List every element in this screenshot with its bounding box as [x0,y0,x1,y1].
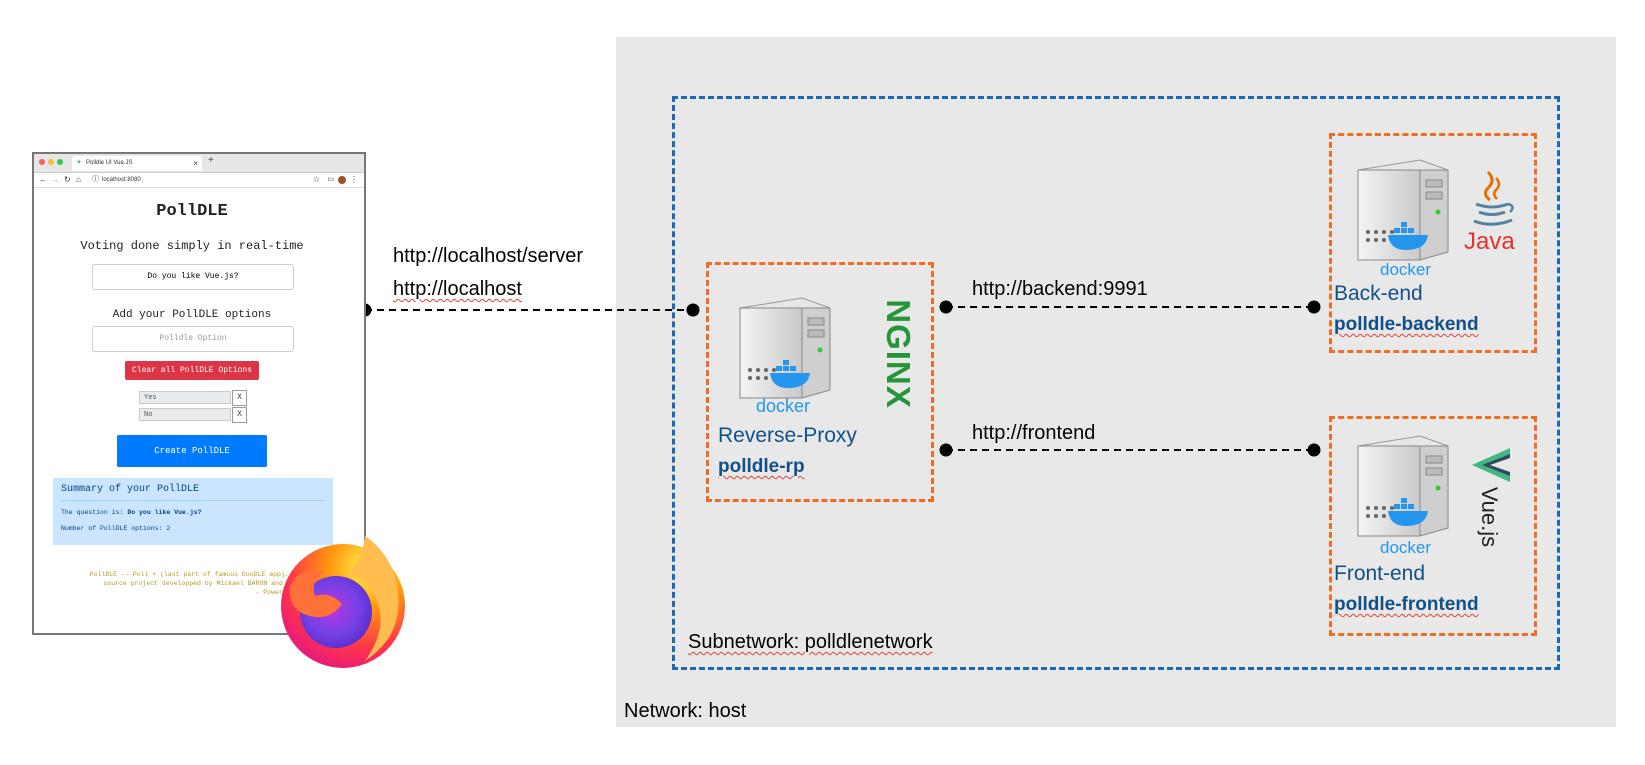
reload-icon[interactable]: ↻ [64,175,71,184]
info-icon: ⓘ [92,176,99,183]
url-localhost: http://localhost [393,278,522,300]
clear-options-button[interactable]: Clear all PollDLE Options [125,361,259,380]
summary-divider [61,500,325,501]
option-item-no: No [139,408,231,421]
address-bar[interactable]: localhost:8080 [102,177,141,183]
backend-server-icon [1357,159,1449,261]
remove-option-yes-button[interactable]: X [232,390,247,406]
reverse-proxy-box [706,262,934,502]
frontend-server-icon [1357,435,1449,537]
rp-backend-dot [939,300,953,314]
footer-line-2: source project developped by Mickael BAR… [103,580,295,587]
summary-title: Summary of your PollDLE [61,484,200,495]
docker-label-frontend: docker [1380,538,1432,557]
rp-frontend-dot [939,443,953,457]
reverse-proxy-server-icon [739,297,831,399]
backend-title: Back-end [1334,282,1423,305]
home-icon[interactable]: ⌂ [76,175,81,184]
backend-box [1329,133,1537,353]
frontend-input-dot [1307,443,1321,457]
forward-arrow-icon[interactable]: → [51,175,59,184]
bookmark-star-icon[interactable]: ☆ [312,175,320,184]
question-input[interactable]: Do you like Vue.js? [92,264,294,290]
java-cup-icon [1473,170,1514,226]
subnetwork-label: Subnetwork: polldlenetwork [688,631,933,653]
tab-title: Polldle UI Vue.JS [86,160,133,166]
app-title: PollDLE [156,202,228,221]
firefox-logo-icon [281,536,405,668]
create-polldle-button[interactable]: Create PollDLE [117,435,267,467]
option-item-yes: Yes [139,391,231,404]
remove-option-no-button[interactable]: X [232,407,247,423]
browser-toolbar: ← → ↻ ⌂ ⓘ localhost:8080 ☆ ▭ ⋮ [34,173,364,188]
summary-count: Number of PollDLE options: 2 [61,525,171,532]
rp-input-dot [686,303,700,317]
new-tab-button[interactable]: + [208,155,214,166]
java-logo-text: Java [1464,228,1515,255]
frontend-title: Front-end [1334,562,1426,585]
footer-line-1: PollDLE -→ Poll + (last part of famous D… [89,571,309,578]
vue-logo-icon [1472,448,1510,482]
url-backend: http://backend:9991 [972,278,1148,300]
summary-panel: Summary of your PollDLE The question is:… [53,478,333,545]
cast-icon[interactable]: ▭ [327,176,334,183]
frontend-box [1329,416,1537,636]
host-network-label: Network: host [624,700,747,722]
browser-tab-bar: ▼ Polldle UI Vue.JS × + [34,154,364,173]
url-localhost-server: http://localhost/server [393,245,584,267]
options-heading: Add your PollDLE options [112,309,272,321]
menu-dots-icon[interactable]: ⋮ [350,175,358,184]
window-minimize-dot[interactable] [48,159,54,165]
backend-name: polldle-backend [1334,314,1479,335]
app-subtitle: Voting done simply in real-time [80,239,304,253]
option-input[interactable]: Polldle Option [92,326,294,352]
browser-tab[interactable]: ▼ Polldle UI Vue.JS × [72,156,202,171]
docker-label-backend: docker [1380,260,1432,279]
subnetwork-box [672,96,1560,670]
tab-close-icon[interactable]: × [193,159,198,168]
summary-question-value: Do you like Vue.js? [127,509,202,516]
window-maximize-dot[interactable] [57,159,63,165]
reverse-proxy-name: polldle-rp [718,456,805,477]
vue-favicon-icon: ▼ [76,160,82,166]
backend-input-dot [1307,300,1321,314]
window-close-dot[interactable] [39,159,45,165]
summary-question-line: The question is: Do you like Vue.js? [61,509,201,516]
profile-avatar[interactable] [338,176,346,184]
frontend-name: polldle-frontend [1334,594,1479,615]
back-arrow-icon[interactable]: ← [39,175,47,184]
reverse-proxy-title: Reverse-Proxy [718,424,857,447]
docker-label-rp: docker [756,396,811,416]
browser-window: ▼ Polldle UI Vue.JS × + ← → ↻ ⌂ ⓘ localh… [32,152,366,635]
url-frontend: http://frontend [972,422,1096,444]
summary-question-prefix: The question is: [61,509,124,516]
